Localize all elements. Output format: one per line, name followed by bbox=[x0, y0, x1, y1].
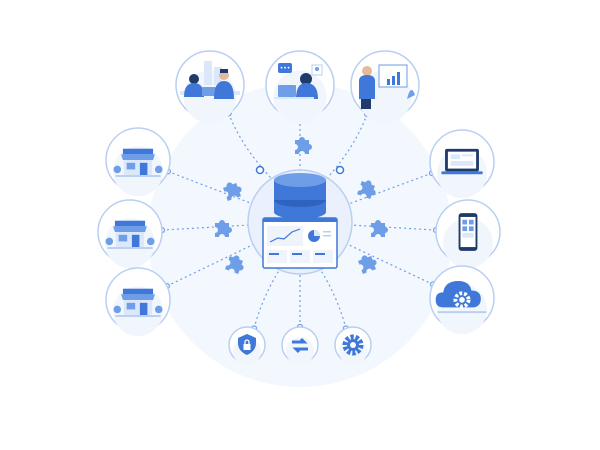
connector-line bbox=[326, 113, 368, 179]
sync-arrows-icon bbox=[292, 337, 308, 354]
storefront-icon bbox=[105, 220, 155, 249]
top-node-team-meeting[interactable] bbox=[175, 50, 245, 124]
right-node-laptop[interactable] bbox=[429, 129, 495, 199]
connector-line bbox=[320, 269, 347, 329]
bottom-node-sync-arrows[interactable] bbox=[281, 326, 319, 366]
junction-ring bbox=[335, 165, 345, 175]
security-lock-icon bbox=[238, 334, 256, 355]
bottom-node-gear[interactable] bbox=[334, 326, 372, 366]
cloud-settings-icon bbox=[435, 281, 487, 314]
puzzle-piece-icon bbox=[358, 255, 377, 274]
connector-line bbox=[228, 113, 272, 179]
connector-line bbox=[351, 224, 437, 231]
top-node-customer-support[interactable]: ••• bbox=[265, 50, 335, 124]
puzzle-piece-icon bbox=[295, 137, 312, 154]
nodes: ••• bbox=[97, 50, 501, 366]
right-node-cloud-settings[interactable] bbox=[429, 265, 495, 335]
left-node-storefront[interactable] bbox=[97, 199, 163, 269]
hub-database-dashboard-icon[interactable] bbox=[247, 169, 353, 275]
left-node-storefront[interactable] bbox=[105, 267, 171, 337]
connector-line bbox=[167, 170, 252, 204]
puzzle-piece-icon bbox=[357, 180, 376, 199]
right-node-smartphone[interactable] bbox=[435, 199, 501, 269]
smartphone-icon bbox=[458, 213, 478, 251]
junction-ring bbox=[255, 165, 265, 175]
svg-text:•••: ••• bbox=[280, 65, 291, 72]
laptop-icon bbox=[441, 148, 483, 175]
puzzle-piece-icon bbox=[223, 182, 242, 201]
connector-line bbox=[253, 269, 280, 329]
puzzle-piece-icon bbox=[215, 220, 232, 237]
connector-line bbox=[346, 243, 434, 285]
storefront-icon bbox=[113, 288, 163, 317]
customer-support-icon: ••• bbox=[274, 63, 323, 99]
storefront-icon bbox=[113, 148, 163, 177]
puzzle-piece-icon bbox=[371, 220, 388, 237]
presentation-analytics-icon bbox=[359, 64, 415, 109]
connector-line bbox=[166, 244, 254, 287]
puzzle-piece-icon bbox=[225, 255, 244, 274]
gear-icon bbox=[342, 334, 364, 356]
team-meeting-icon bbox=[180, 61, 240, 99]
top-node-presentation-analytics[interactable] bbox=[350, 50, 420, 124]
left-node-storefront[interactable] bbox=[105, 127, 171, 197]
bottom-node-security-lock[interactable] bbox=[228, 326, 266, 366]
